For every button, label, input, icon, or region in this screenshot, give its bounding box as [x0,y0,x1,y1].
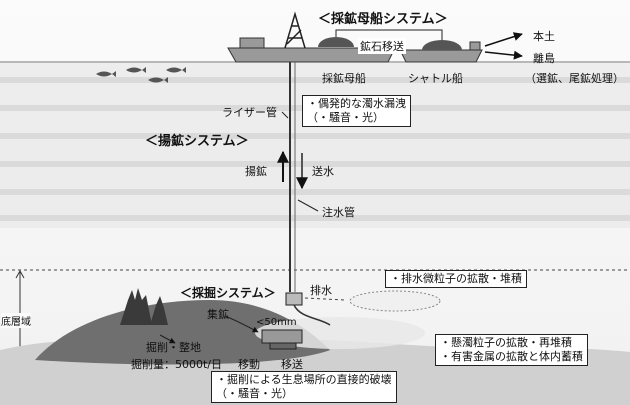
discharge-label: 排水 [310,284,332,297]
callout-turbid-leak-line1: ・偶発的な濁水漏洩 [307,97,406,110]
discharge-plume [349,290,441,312]
hydrothermal-chimney-small [150,296,168,325]
ore-collection-label: 集鉱 [207,308,229,321]
seafloor-mound [35,300,330,365]
lifting-label: 揚鉱 [245,165,267,178]
bottom-layer-label: 底層域 [1,313,31,328]
ore-pile-shuttle [422,40,462,50]
callout-habitat-destruction-line1: ・掘削による生息場所の直接的破壊 [216,373,392,386]
mining-system-title: ＜採掘システム＞ [180,286,276,300]
hydrothermal-chimney [120,288,152,325]
ship-system-title: ＜採鉱母船システム＞ [318,12,448,27]
mother-ship [227,37,396,63]
callout-discharge-particles: ・排水微粒子の拡散・堆積 [385,270,527,288]
ore-pile-mother [318,37,354,47]
background-texture [0,77,630,221]
water-supply-label: 送水 [312,165,334,178]
lifting-pump [285,292,303,306]
processing-label: （選鉱、尾鉱処理） [525,72,624,85]
destination-island-label: 離島 [533,52,555,65]
mining-vehicle [261,329,303,350]
flexible-hose [293,304,331,326]
transfer-label: 移動 [238,358,260,371]
injection-pipe-label: 注水管 [322,206,355,219]
mother-ship-label: 採鉱母船 [322,72,366,85]
callout-habitat-destruction-line2: （・騒音・光） [216,387,293,400]
shuttle-ship [399,41,483,63]
excavation-volume-label: 掘削量：5000t/日 [131,358,223,371]
callout-suspended-particles: ・懸濁粒子の拡散・再堆積 ・有害金属の拡散と体内蓄積 [435,334,588,366]
background-band [0,63,630,228]
callout-suspended-particles-line2: ・有害金属の拡散と体内蓄積 [440,350,583,363]
fish-school [96,67,186,83]
lift-system-title: ＜揚鉱システム＞ [145,134,249,149]
derrick [284,11,306,49]
callout-habitat-destruction: ・掘削による生息場所の直接的破壊 （・騒音・光） [211,371,397,403]
riser-pipe-label: ライザー管 [222,106,277,119]
callout-turbid-leak: ・偶発的な濁水漏洩 （・騒音・光） [302,95,411,127]
destination-main-label: 本土 [533,30,555,43]
callout-suspended-particles-line1: ・懸濁粒子の拡散・再堆積 [440,336,572,349]
ore-transfer-label: 鉱石移送 [358,38,406,54]
transport-label: 移送 [281,358,303,371]
callout-discharge-particles-line: ・排水微粒子の拡散・堆積 [390,272,522,285]
shuttle-ship-label: シャトル船 [408,72,463,85]
callout-turbid-leak-line2: （・騒音・光） [307,111,384,124]
excavation-label: 掘削・整地 [146,341,201,354]
particle-size-label: <50mm [256,317,297,328]
